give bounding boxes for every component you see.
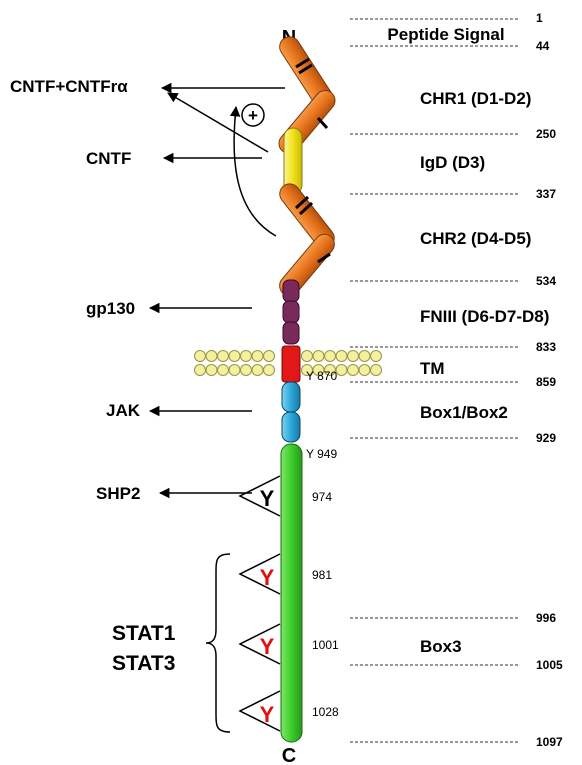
tyrosine-1001-triangle: Y bbox=[238, 623, 281, 665]
domain-label-chr2: CHR2 (D4-D5) bbox=[420, 229, 531, 248]
lipid-head-0-4 bbox=[240, 350, 252, 362]
boundary-lines bbox=[350, 18, 520, 743]
plus-symbol-circle: + bbox=[241, 103, 265, 127]
arrow-cntf-cntfra-diagonal bbox=[167, 92, 269, 153]
boundary-label-534: 534 bbox=[536, 274, 556, 288]
lipid-head-1-6 bbox=[263, 364, 275, 376]
lipid-head-1-13 bbox=[370, 364, 382, 376]
lipid-head-1-2 bbox=[217, 364, 229, 376]
tyrosine-974-label: 974 bbox=[312, 490, 332, 504]
tyrosine-1001-letter: Y bbox=[260, 634, 275, 659]
tyrosine-870-label: Y 870 bbox=[306, 369, 337, 383]
boundary-label-44: 44 bbox=[536, 39, 550, 53]
c-terminus-label: C bbox=[282, 745, 296, 765]
lipid-head-1-0 bbox=[194, 364, 206, 376]
lipid-head-0-13 bbox=[370, 350, 382, 362]
stat-label-2: STAT3 bbox=[112, 652, 175, 675]
fniii-domain-shape bbox=[282, 279, 300, 345]
lipid-head-0-9 bbox=[324, 350, 336, 362]
stat-label-1: STAT1 bbox=[112, 622, 176, 645]
boundary-label-1097: 1097 bbox=[536, 735, 563, 749]
tyrosine-1028-letter: Y bbox=[260, 702, 275, 727]
domain-label-peptide-signal: Peptide Signal bbox=[387, 25, 504, 44]
tyrosine-981-triangle: Y bbox=[238, 553, 281, 595]
lipid-head-0-8 bbox=[312, 350, 325, 362]
lipid-head-1-12 bbox=[358, 364, 371, 376]
stat-bracket bbox=[205, 553, 231, 733]
domain-label-fniii: FNIII (D6-D7-D8) bbox=[420, 307, 549, 326]
domain-label-tm: TM bbox=[420, 359, 445, 378]
lipid-head-0-10 bbox=[335, 350, 348, 362]
membrane-bilayer bbox=[194, 350, 382, 376]
domain-label-chr1: CHR1 (D1-D2) bbox=[420, 89, 531, 108]
lipid-head-0-3 bbox=[228, 350, 241, 362]
lipid-head-1-3 bbox=[228, 364, 241, 376]
boundary-label-1: 1 bbox=[536, 11, 543, 25]
lipid-head-0-12 bbox=[358, 350, 371, 362]
ligand-label-jak: JAK bbox=[106, 401, 141, 420]
lipid-head-0-2 bbox=[217, 350, 229, 362]
lipid-head-1-11 bbox=[347, 364, 359, 376]
domain-label-igd: IgD (D3) bbox=[420, 153, 485, 172]
domain-label-box1-box2: Box1/Box2 bbox=[420, 403, 508, 422]
box1-box2-shape bbox=[281, 381, 301, 443]
tyrosine-949-label: Y 949 bbox=[306, 447, 337, 461]
lipid-head-0-6 bbox=[263, 350, 275, 362]
ligand-label-cntf: CNTF bbox=[86, 149, 131, 168]
lipid-head-0-5 bbox=[251, 350, 264, 362]
tyrosine-974-triangle: Y bbox=[238, 475, 281, 517]
tyrosine-981-letter: Y bbox=[260, 565, 275, 590]
boundary-label-929: 929 bbox=[536, 431, 556, 445]
boundary-label-996: 996 bbox=[536, 611, 556, 625]
tyrosine-1028-label: 1028 bbox=[312, 705, 339, 719]
tyrosine-981-label: 981 bbox=[312, 568, 332, 582]
boundary-label-833: 833 bbox=[536, 340, 556, 354]
ligand-label-shp2: SHP2 bbox=[96, 484, 140, 503]
tm-domain-shape bbox=[281, 345, 301, 383]
boundary-label-1005: 1005 bbox=[536, 658, 563, 672]
lipid-head-1-4 bbox=[240, 364, 252, 376]
ligand-label-cntf-cntfra: CNTF+CNTFrα bbox=[10, 77, 128, 96]
arrow-recruitment-curve bbox=[229, 105, 277, 237]
lipid-head-0-0 bbox=[194, 350, 206, 362]
lipid-head-1-1 bbox=[205, 364, 218, 376]
tyrosine-1028-triangle: Y bbox=[238, 690, 281, 732]
boundary-label-250: 250 bbox=[536, 127, 556, 141]
lipid-head-0-1 bbox=[205, 350, 218, 362]
lipid-head-0-11 bbox=[347, 350, 359, 362]
cytoplasmic-domain-shape bbox=[280, 443, 303, 743]
lipid-head-0-7 bbox=[301, 350, 313, 362]
ligand-label-gp130: gp130 bbox=[86, 299, 135, 318]
plus-symbol: + bbox=[248, 106, 258, 125]
boundary-label-337: 337 bbox=[536, 187, 556, 201]
tyrosine-974-letter: Y bbox=[260, 486, 275, 511]
lipid-head-1-5 bbox=[251, 364, 264, 376]
boundary-label-859: 859 bbox=[536, 375, 556, 389]
tyrosine-1001-label: 1001 bbox=[312, 638, 339, 652]
lipid-head-1-10 bbox=[335, 364, 348, 376]
domain-label-box3: Box3 bbox=[420, 637, 462, 656]
